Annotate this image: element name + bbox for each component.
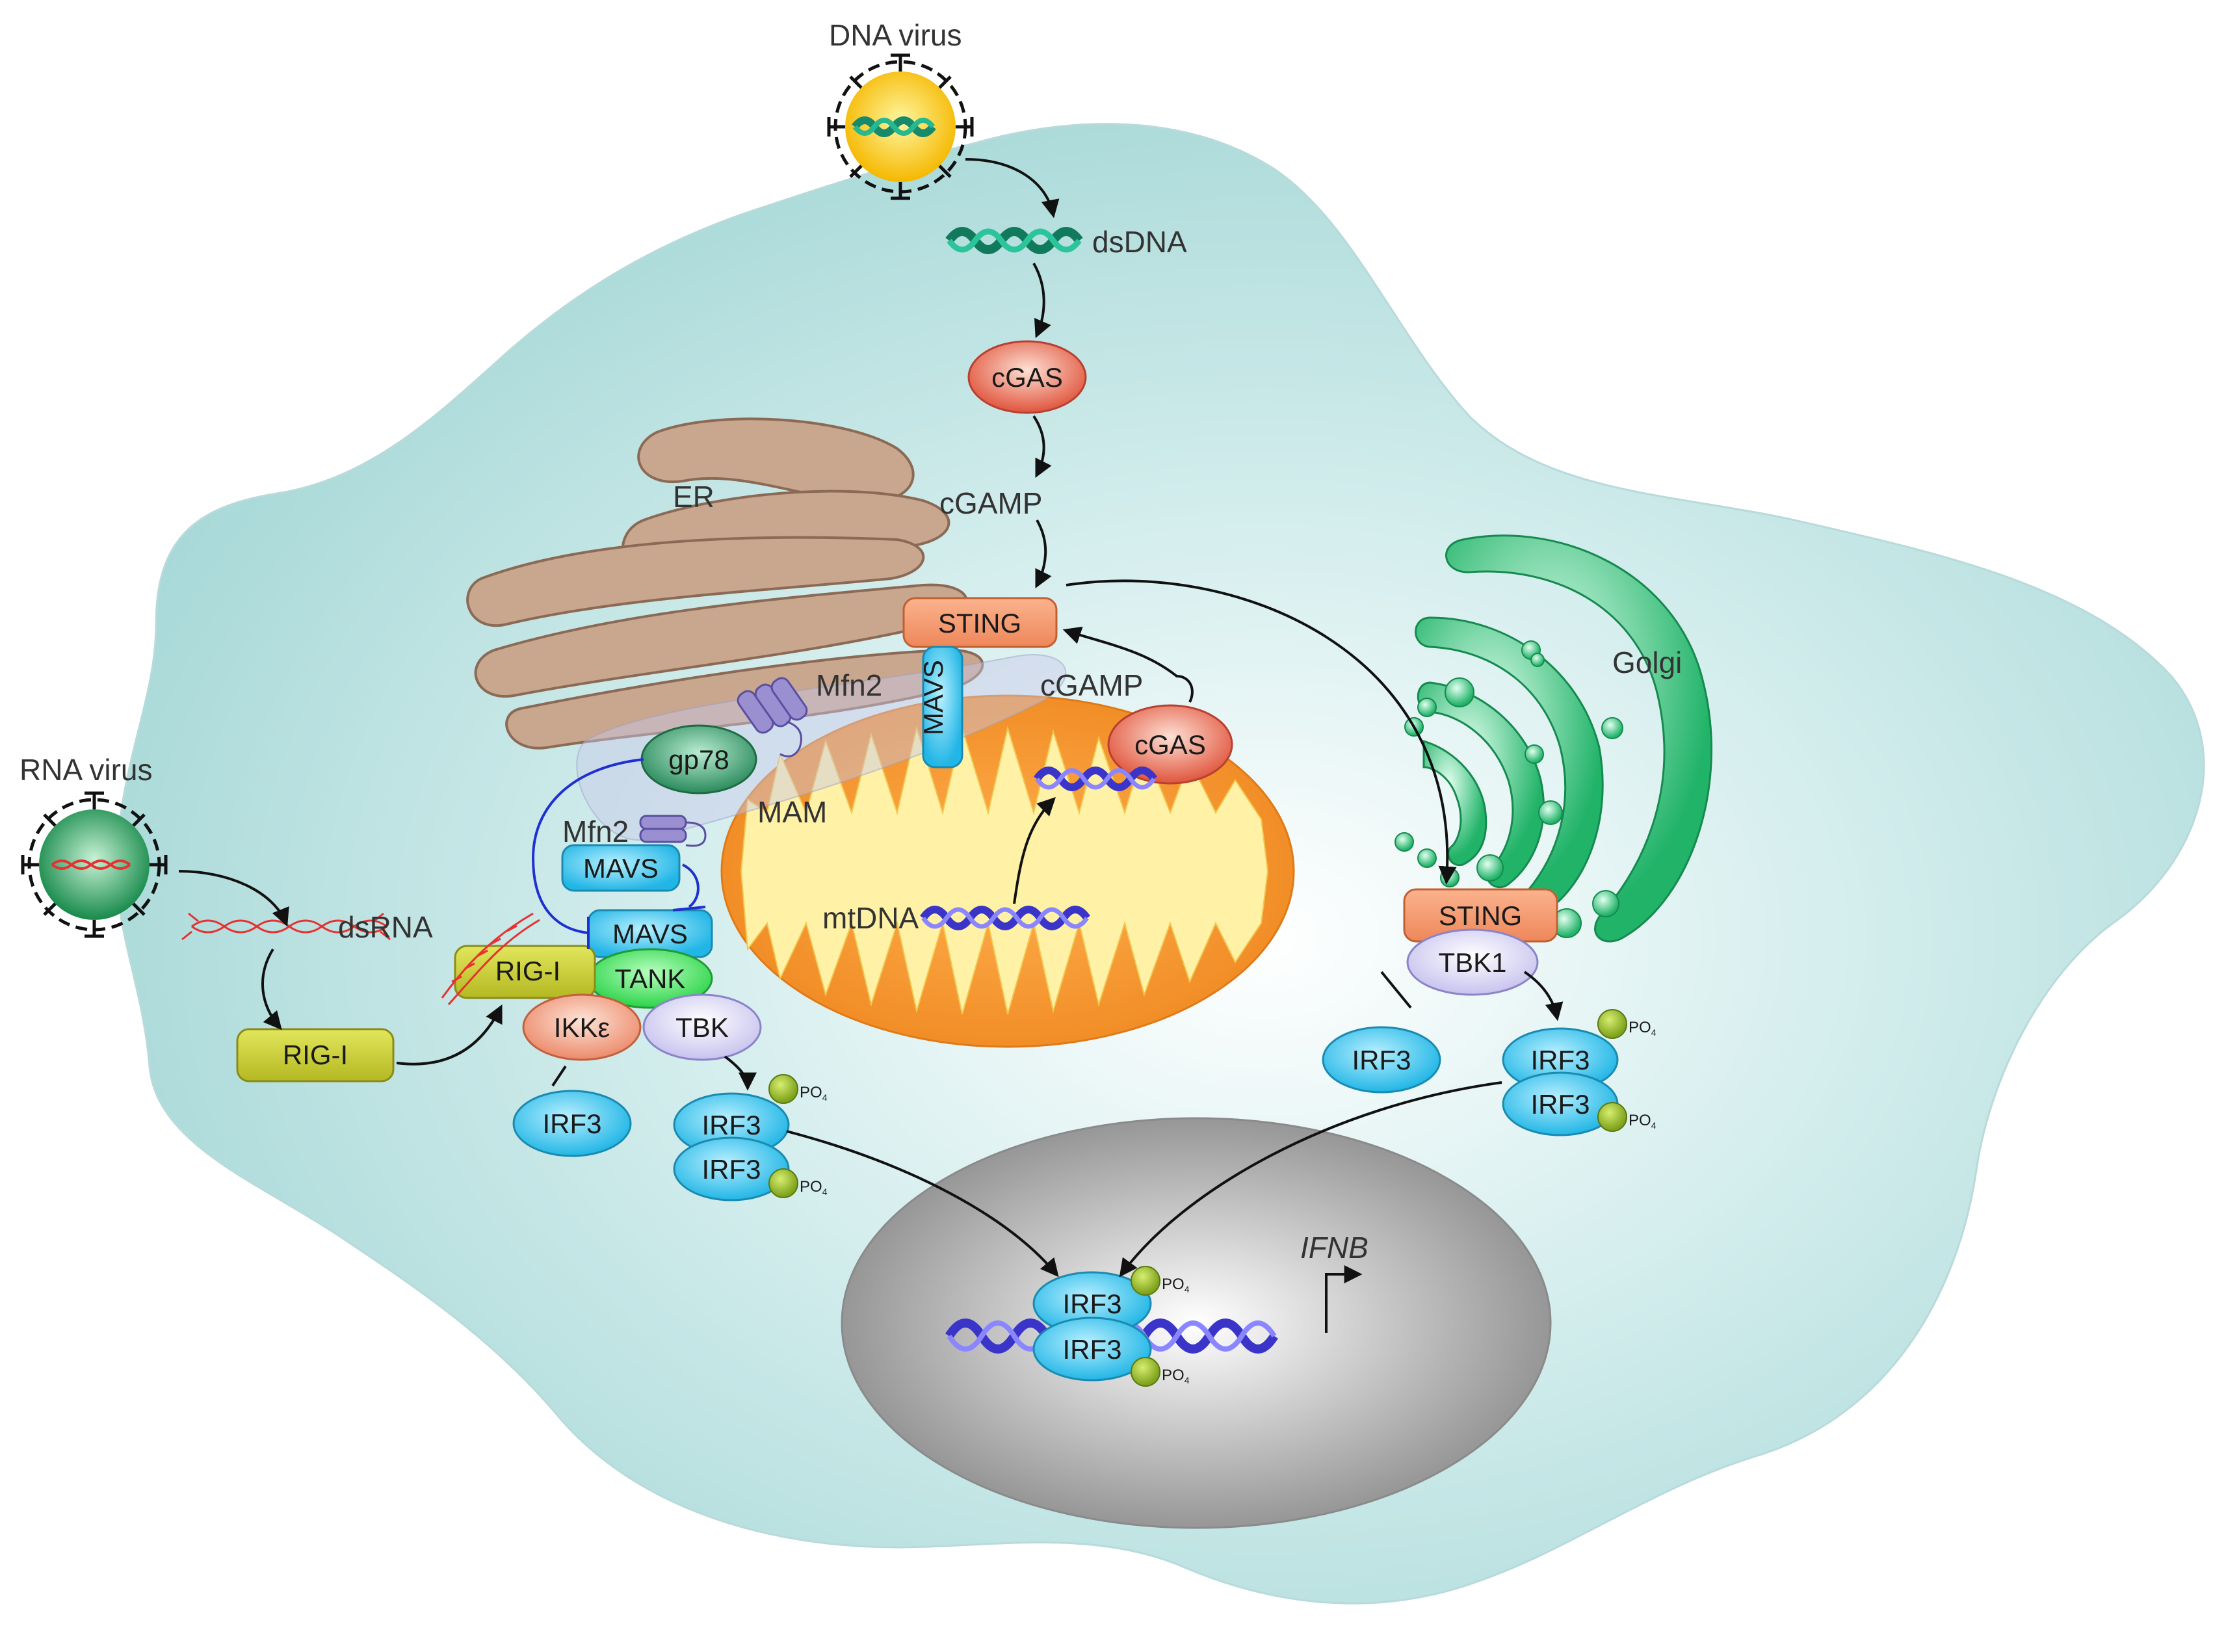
dna-virus: [827, 53, 974, 200]
irf3-left-single-label: IRF3: [542, 1108, 601, 1139]
mtdna-helix-lower: [920, 906, 1090, 930]
tbk-label: TBK: [675, 1012, 729, 1043]
mavs-lower-label: MAVS: [612, 919, 688, 949]
sting-golgi-label: STING: [1439, 900, 1522, 931]
dsrna-on-rig-i: [441, 912, 540, 1006]
tbk1-label: TBK1: [1438, 947, 1506, 978]
mfn2-top-label: Mfn2: [816, 668, 882, 702]
irf3-nuclear-b-label: IRF3: [1062, 1334, 1121, 1365]
rig-i-free-label: RIG-I: [283, 1040, 348, 1070]
sting-er-label: STING: [938, 608, 1021, 638]
dna-virus-label: DNA virus: [829, 18, 962, 52]
cgamp-mito-label: cGAMP: [1040, 668, 1143, 702]
tbk1: [1406, 928, 1539, 996]
ifnb-label: IFNB: [1300, 1231, 1368, 1265]
mavs-vertical-label: MAVS: [918, 660, 949, 735]
irf3-right-single-label: IRF3: [1352, 1045, 1411, 1075]
mavs-vertical: [922, 646, 963, 768]
po4-dimer-left-a: PO4: [800, 1084, 828, 1103]
cgas-mitochondrial: [1107, 704, 1233, 785]
irf3-dimer-right: [1502, 1009, 1627, 1136]
irf3-dimer-nuclear: [1032, 1266, 1160, 1387]
dsdna-helix: [945, 227, 1083, 254]
irf3-dimer-right-b-label: IRF3: [1530, 1089, 1590, 1120]
mtdna-label: mtDNA: [822, 901, 919, 935]
rna-virus-label: RNA virus: [20, 753, 152, 787]
tank-label: TANK: [615, 964, 686, 994]
irf3-dimer-left: [673, 1074, 798, 1201]
po4-nuclear-b: PO4: [1162, 1367, 1190, 1385]
irf3-nuclear-a-label: IRF3: [1062, 1289, 1121, 1319]
ikke-label: IKKε: [554, 1012, 610, 1043]
rna-virus: [21, 791, 168, 938]
irf3-dimer-left-a-label: IRF3: [701, 1110, 761, 1140]
po4-dimer-left-b: PO4: [800, 1178, 828, 1197]
ifnb-promoter-arrow: [1325, 1265, 1363, 1333]
irf3-dimer-left-b-label: IRF3: [701, 1154, 761, 1185]
cgas-mitochondrial-label: cGAS: [1134, 729, 1206, 760]
er-label: ER: [673, 480, 714, 514]
pathway-arrows: [178, 158, 1564, 1278]
cgamp-top-label: cGAMP: [939, 486, 1042, 520]
mfn2-left: [639, 815, 707, 847]
mavs-upper-label: MAVS: [583, 853, 659, 884]
dsdna-label: dsDNA: [1092, 225, 1187, 259]
tbk: [642, 993, 762, 1061]
dsrna-label: dsRNA: [338, 910, 433, 944]
gp78-inhibition: [531, 758, 706, 949]
mam-label: MAM: [757, 795, 827, 829]
mtdna-helix-upper: [1034, 767, 1157, 791]
gp78-label: gp78: [668, 744, 729, 775]
sting-er: [902, 597, 1058, 648]
mitochondrion: [720, 694, 1295, 1048]
po4-dimer-right-b: PO4: [1629, 1112, 1656, 1131]
cgas-cytosolic-label: cGAS: [991, 362, 1063, 393]
mfn2-left-label: Mfn2: [562, 815, 629, 848]
irf3-right-single: [1322, 1026, 1441, 1094]
golgi-label: Golgi: [1612, 646, 1682, 679]
mfn2-top: [737, 677, 808, 757]
po4-dimer-right-a: PO4: [1629, 1019, 1656, 1038]
rig-i-free: [236, 1028, 395, 1082]
ikke: [522, 993, 642, 1061]
irf3-left-single: [512, 1090, 632, 1157]
po4-nuclear-a: PO4: [1162, 1276, 1190, 1294]
mavs-upper: [561, 844, 681, 892]
golgi-vesicles: [1395, 640, 1623, 938]
dsrna-strand: [181, 912, 391, 941]
rig-i-bound-label: RIG-I: [495, 956, 560, 986]
cgas-cytosolic: [967, 340, 1087, 414]
irf3-dimer-right-a-label: IRF3: [1530, 1045, 1590, 1075]
